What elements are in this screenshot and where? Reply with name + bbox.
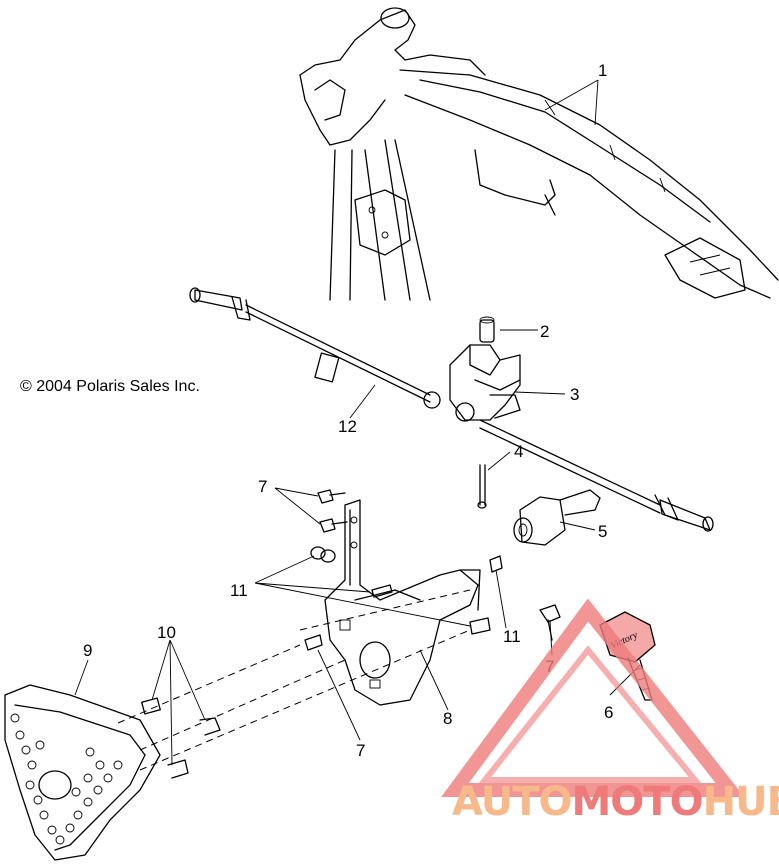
watermark-moto: MOTO xyxy=(572,779,703,825)
warning-triangle-icon xyxy=(441,598,745,797)
rod-part-12 xyxy=(189,287,714,532)
pin-part-4 xyxy=(477,464,487,509)
watermark-logo: AUTOMOTOHUB xyxy=(441,598,779,825)
callout-8: 8 xyxy=(443,709,452,728)
watermark-auto: AUTO xyxy=(452,779,572,825)
callout-6: 6 xyxy=(604,703,613,722)
copyright-text: © 2004 Polaris Sales Inc. xyxy=(20,378,200,395)
bushing-part-2 xyxy=(479,316,495,343)
fasteners xyxy=(304,489,561,651)
svg-text:AUTOMOTOHUB: AUTOMOTOHUB xyxy=(452,779,779,825)
callout-7-upper: 7 xyxy=(258,477,267,496)
callout-12: 12 xyxy=(338,417,357,436)
switch-housing-part-3 xyxy=(449,344,521,422)
clips-part-10 xyxy=(141,697,221,779)
callout-11-left: 11 xyxy=(230,581,248,600)
leader-lines xyxy=(74,79,641,766)
headlight-cover-part-9 xyxy=(4,684,161,861)
callout-7-lower: 7 xyxy=(356,741,365,760)
callout-labels: 1 2 3 4 5 6 7 7 7 8 9 10 11 11 12 xyxy=(83,61,613,760)
callout-10: 10 xyxy=(157,623,176,642)
callout-3: 3 xyxy=(570,385,579,404)
assembly-lines xyxy=(117,589,471,771)
callout-9: 9 xyxy=(83,641,92,660)
watermark-hub: HUB xyxy=(703,779,779,825)
callout-11-right: 11 xyxy=(503,627,521,646)
lock-cylinder-part-5 xyxy=(513,489,601,546)
callout-5: 5 xyxy=(598,522,607,541)
bracket-part-8 xyxy=(324,499,481,706)
callout-4: 4 xyxy=(514,442,523,461)
frame-part-1 xyxy=(299,7,779,301)
callout-1: 1 xyxy=(598,61,607,80)
callout-2: 2 xyxy=(540,322,549,341)
